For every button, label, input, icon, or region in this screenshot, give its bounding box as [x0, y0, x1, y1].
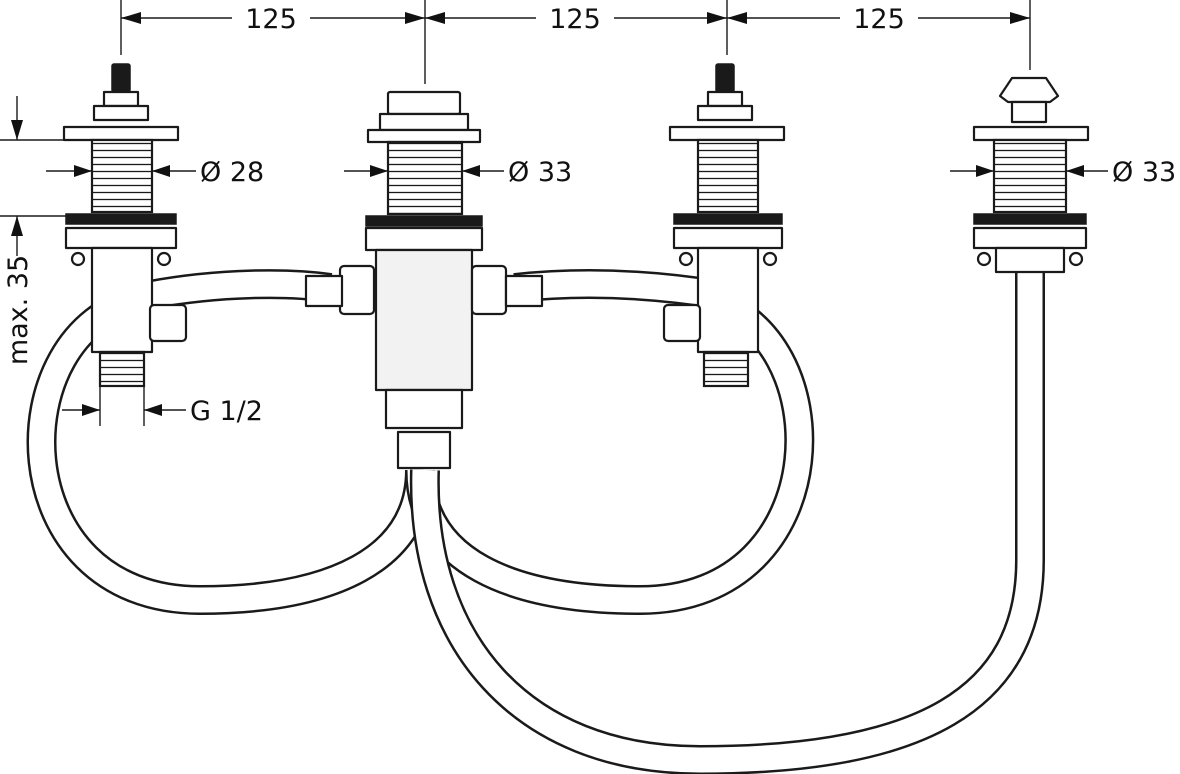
dimension-labels: 125 125 125 Ø 28 Ø 33 Ø 33 max. 35 G 1/2: [3, 4, 1176, 427]
diameter-right-label: Ø 33: [1112, 157, 1176, 188]
right-valve: [662, 63, 786, 388]
hoses: [26, 268, 1045, 774]
spacing-label-3: 125: [853, 4, 905, 35]
left-valve: [62, 63, 188, 388]
thread-label: G 1/2: [190, 396, 263, 427]
max-depth-label: max. 35: [3, 255, 34, 365]
diameter-left-label: Ø 28: [200, 157, 264, 188]
center-mixer: [304, 90, 544, 470]
spacing-label-1: 125: [245, 4, 297, 35]
dimension-lines: [0, 0, 1108, 426]
outlet: [972, 76, 1090, 274]
diameter-center-label: Ø 33: [508, 157, 572, 188]
spacing-label-2: 125: [549, 4, 601, 35]
